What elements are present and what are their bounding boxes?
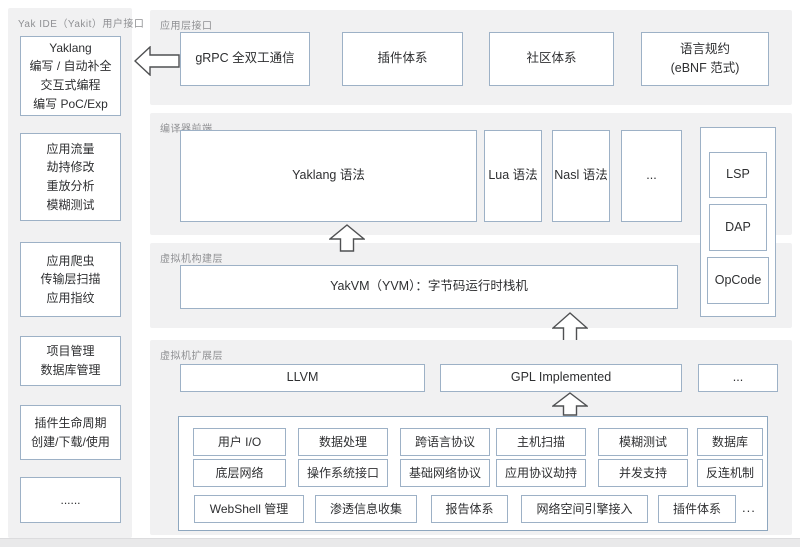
grid-box-base-proto: 基础网络协议 xyxy=(400,459,490,487)
protocols-container: LSP DAP OpCode xyxy=(700,127,776,317)
arrow-up-to-gpl-icon xyxy=(552,392,588,416)
box-ext-ellipsis: ... xyxy=(698,364,778,392)
grid-box-fuzz: 模糊测试 xyxy=(598,428,688,456)
vm-ext-label: 虚拟机扩展层 xyxy=(160,351,223,362)
box-plugin-system: 插件体系 xyxy=(342,32,463,86)
box-llvm: LLVM xyxy=(180,364,425,392)
box-language-spec: 语言规约 (eBNF 范式) xyxy=(641,32,769,86)
grid-box-data-proc: 数据处理 xyxy=(298,428,388,456)
grid-box-proto-hijack: 应用协议劫持 xyxy=(496,459,586,487)
box-grpc: gRPC 全双工通信 xyxy=(180,32,310,86)
sidebar-box-ellipsis: ...... xyxy=(20,477,121,523)
sidebar-box-plugin-lifecycle: 插件生命周期 创建/下载/使用 xyxy=(20,405,121,460)
grid-ellipsis: ... xyxy=(742,500,756,515)
compiler-label: 编译器前端 xyxy=(160,120,213,135)
grid-box-concurrency: 并发支持 xyxy=(598,459,688,487)
box-syntax-ellipsis: ... xyxy=(621,130,682,222)
compiler-panel: 编译器前端 Yaklang 语法 Lua 语法 Nasl 语法 ... xyxy=(150,113,792,235)
box-lua-syntax: Lua 语法 xyxy=(484,130,542,222)
arrow-left-to-ide-icon xyxy=(134,46,180,76)
grid-box-report: 报告体系 xyxy=(431,495,508,523)
box-community: 社区体系 xyxy=(489,32,614,86)
box-dap: DAP xyxy=(709,204,767,251)
sidebar-label: Yak IDE（Yakit）用户接口 xyxy=(18,19,145,30)
box-yakvm: YakVM（YVM）：字节码运行时栈机 xyxy=(180,265,678,309)
grid-box-cyberspace: 网络空间引擎接入 xyxy=(521,495,648,523)
vm-build-panel: 虚拟机构建层 YakVM（YVM）：字节码运行时栈机 xyxy=(150,243,792,328)
arrow-up-to-compiler-icon xyxy=(329,224,365,252)
core-grid-container: 用户 I/O 数据处理 跨语言协议 主机扫描 模糊测试 数据库 底层网络 操作系… xyxy=(178,416,768,531)
app-layer-label: 应用层接口 xyxy=(160,21,213,32)
grid-box-database: 数据库 xyxy=(697,428,763,456)
app-layer-panel: 应用层接口 gRPC 全双工通信 插件体系 社区体系 语言规约 (eBNF 范式… xyxy=(150,10,792,105)
vm-build-label: 虚拟机构建层 xyxy=(160,254,223,265)
box-lsp: LSP xyxy=(709,152,767,198)
box-gpl: GPL Implemented xyxy=(440,364,682,392)
grid-box-pentest-info: 渗透信息收集 xyxy=(315,495,417,523)
box-yaklang-syntax: Yaklang 语法 xyxy=(180,130,477,222)
sidebar-box-traffic: 应用流量 劫持修改 重放分析 模糊测试 xyxy=(20,133,121,221)
grid-box-host-scan: 主机扫描 xyxy=(496,428,586,456)
sidebar-panel: Yak IDE（Yakit）用户接口 Yaklang 编写 / 自动补全 交互式… xyxy=(8,8,144,538)
grid-box-reverse-conn: 反连机制 xyxy=(697,459,763,487)
grid-box-cross-lang: 跨语言协议 xyxy=(400,428,490,456)
box-nasl-syntax: Nasl 语法 xyxy=(552,130,610,222)
sidebar-box-yaklang: Yaklang 编写 / 自动补全 交互式编程 编写 PoC/Exp xyxy=(20,36,121,116)
sidebar-box-project: 项目管理 数据库管理 xyxy=(20,336,121,386)
box-opcode: OpCode xyxy=(707,257,769,304)
grid-box-low-net: 底层网络 xyxy=(193,459,286,487)
bottom-edge-bar xyxy=(0,538,800,547)
grid-box-plugin-system: 插件体系 xyxy=(658,495,736,523)
grid-box-os-api: 操作系统接口 xyxy=(298,459,388,487)
grid-box-user-io: 用户 I/O xyxy=(193,428,286,456)
grid-box-webshell: WebShell 管理 xyxy=(194,495,304,523)
sidebar-box-crawler: 应用爬虫 传输层扫描 应用指纹 xyxy=(20,242,121,317)
